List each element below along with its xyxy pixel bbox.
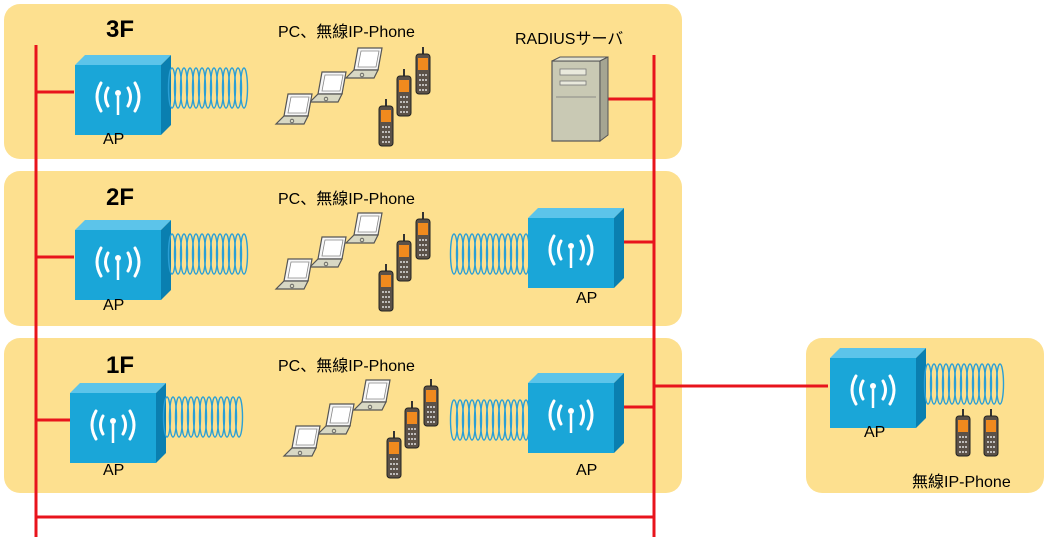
server-label: RADIUSサーバ — [515, 31, 624, 48]
access-point-icon — [73, 218, 173, 302]
access-point-icon — [73, 53, 173, 137]
client-devices-2f — [276, 212, 430, 311]
phone-icon — [955, 408, 971, 457]
client-devices-3f — [276, 47, 430, 146]
access-point-icon — [68, 381, 168, 465]
phone-label-remote: 無線IP-Phone — [912, 474, 1011, 491]
devices-label-3f: PC、無線IP-Phone — [278, 24, 415, 41]
ap-label-remote: AP — [864, 424, 886, 441]
access-point-icon — [526, 206, 626, 290]
phone-icon — [983, 408, 999, 457]
floor-label-2f: 2F — [106, 184, 135, 211]
access-point-icon — [526, 371, 626, 455]
ap-label-2f-right: AP — [576, 290, 598, 307]
client-devices-1f — [284, 379, 438, 478]
floor-label-1f: 1F — [106, 352, 135, 379]
radio-wave-icon — [162, 396, 244, 438]
radio-wave-icon — [449, 399, 531, 441]
lan-wiring — [34, 45, 828, 537]
radio-wave-icon — [167, 233, 249, 275]
ap-label-2f-left: AP — [103, 297, 125, 314]
access-point-icon — [828, 346, 928, 430]
server-icon — [551, 56, 609, 142]
floor-label-3f: 3F — [106, 16, 135, 43]
ap-label-3f: AP — [103, 131, 125, 148]
radio-wave-icon — [167, 67, 249, 109]
devices-label-1f: PC、無線IP-Phone — [278, 358, 415, 375]
radio-wave-icon — [449, 233, 531, 275]
ap-label-1f-left: AP — [103, 462, 125, 479]
radio-wave-icon — [923, 363, 1005, 405]
ap-label-1f-right: AP — [576, 462, 598, 479]
devices-label-2f: PC、無線IP-Phone — [278, 191, 415, 208]
